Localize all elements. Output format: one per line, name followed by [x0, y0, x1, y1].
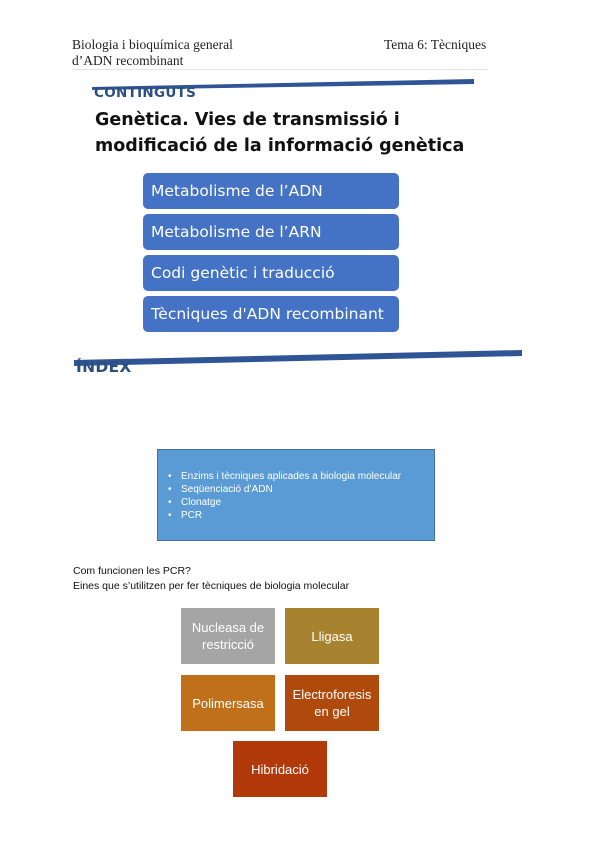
- bullet-icon: •: [168, 471, 172, 482]
- index-banner-title: ÍNDEX: [76, 358, 132, 376]
- contents-banner-stripe: [92, 79, 474, 90]
- index-item-label: Clonatge: [181, 497, 222, 508]
- tool-electroforesis: Electroforesis en gel: [285, 675, 379, 731]
- index-item-label: PCR: [181, 510, 203, 521]
- tool-nucleasa: Nucleasa de restricció: [181, 608, 275, 664]
- index-banner: ÍNDEX: [70, 347, 526, 377]
- index-item: • PCR: [168, 509, 401, 522]
- course-title-line1: Biologia i bioquímica general: [72, 37, 233, 52]
- index-item: • Seqüenciació d’ADN: [168, 483, 401, 496]
- index-box: • Enzims i tècniques aplicades a biologia…: [157, 449, 435, 541]
- tool-polimersasa: Polimersasa: [181, 675, 275, 731]
- contents-heading: Genètica. Vies de transmissió i modifica…: [95, 110, 465, 156]
- index-item-label: Seqüenciació d’ADN: [181, 484, 273, 495]
- header-divider: [72, 69, 487, 70]
- bullet-icon: •: [168, 497, 172, 508]
- index-item: • Clonatge: [168, 496, 401, 509]
- index-item-label: Enzims i tècniques aplicades a biologia …: [181, 471, 402, 482]
- contents-item: Metabolisme de l’ADN: [143, 173, 399, 209]
- index-banner-stripe: [74, 350, 522, 366]
- contents-item: Metabolisme de l’ARN: [143, 214, 399, 250]
- tool-hibridacio: Hibridació: [233, 741, 327, 797]
- course-title-line2: d’ADN recombinant: [72, 53, 184, 68]
- tool-lligasa: Lligasa: [285, 608, 379, 664]
- question-pcr: Com funcionen les PCR?: [73, 565, 191, 577]
- course-title: Biologia i bioquímica general d’ADN reco…: [72, 37, 233, 69]
- question-tools: Eines que s’utilitzen per fer tècniques …: [73, 580, 350, 592]
- contents-banner: CONTINGUTS: [88, 76, 478, 100]
- contents-item: Codi genètic i traducció: [143, 255, 399, 291]
- index-item: • Enzims i tècniques aplicades a biologia…: [168, 470, 401, 483]
- contents-item: Tècniques d'ADN recombinant: [143, 296, 399, 332]
- topic-title: Tema 6: Tècniques: [384, 37, 487, 52]
- bullet-icon: •: [168, 510, 172, 521]
- index-list: • Enzims i tècniques aplicades a biologia…: [168, 470, 401, 522]
- bullet-icon: •: [168, 484, 172, 495]
- contents-banner-title: CONTINGUTS: [94, 85, 197, 100]
